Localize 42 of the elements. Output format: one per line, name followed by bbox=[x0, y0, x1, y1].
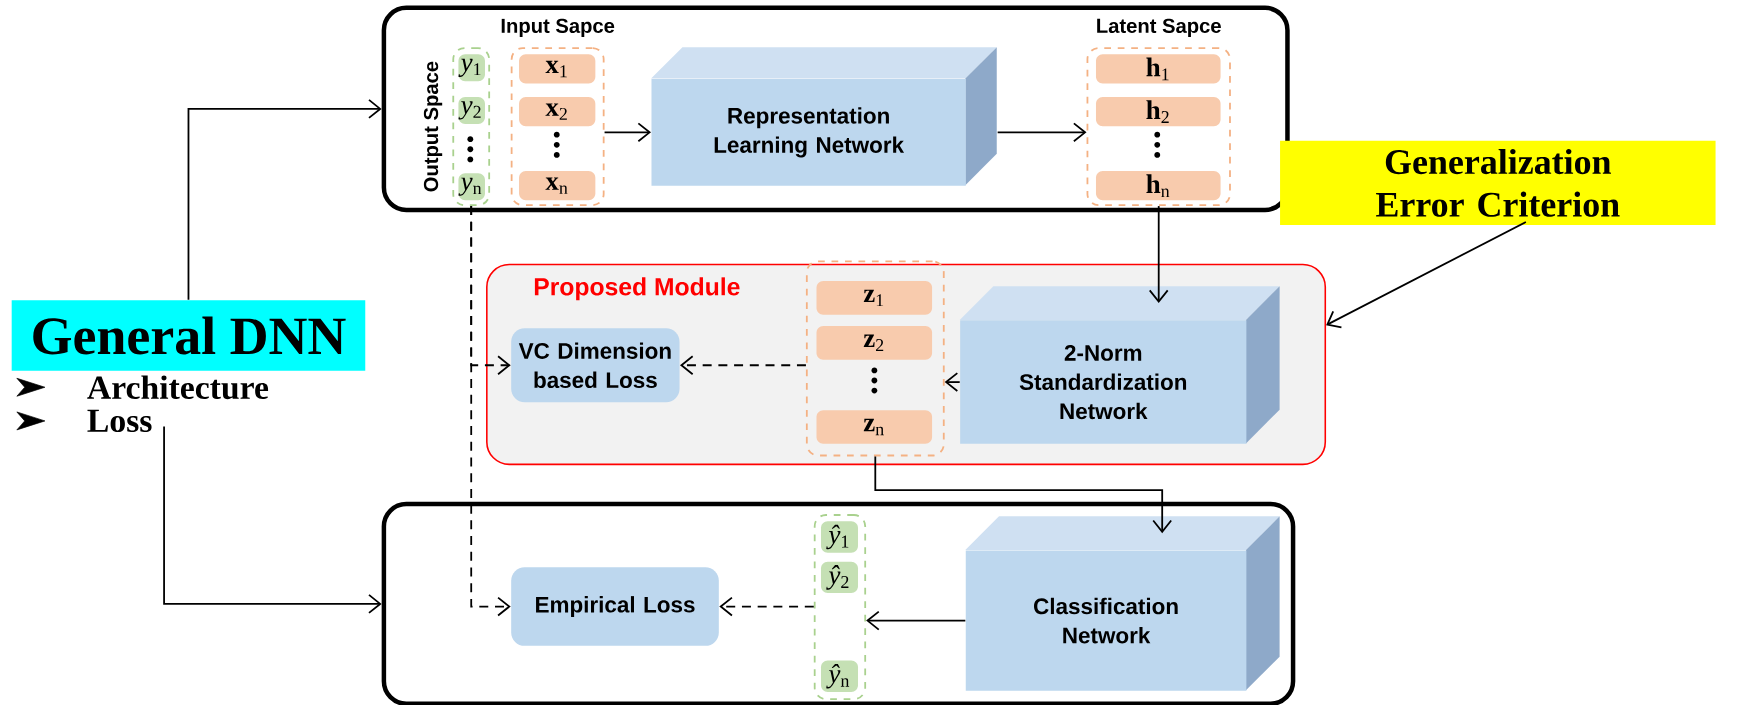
arrow bbox=[470, 205, 511, 617]
arrow bbox=[996, 122, 1087, 143]
list-item: Loss bbox=[87, 409, 152, 433]
loss-box: VC Dimension based Loss bbox=[511, 328, 680, 403]
highlighted-title: Generalization Error Criterion bbox=[1280, 140, 1716, 225]
node-label: Output Space bbox=[423, 61, 443, 192]
arrow bbox=[187, 99, 382, 301]
vector-cell: ŷ$_{n}$ bbox=[821, 660, 858, 692]
vector-cell: z$_{1}$ bbox=[816, 281, 933, 315]
rounded-frame bbox=[381, 5, 1290, 213]
vector-cell: h$_{n}$ bbox=[1095, 171, 1221, 201]
vector-cell: x$_{1}$ bbox=[519, 54, 596, 84]
node-label: Latent Sapce bbox=[1097, 18, 1221, 38]
highlighted-title: General DNN bbox=[11, 300, 366, 371]
arrow bbox=[1148, 205, 1169, 304]
arrow bbox=[603, 122, 652, 143]
network-block: 2-Norm Standardization Network bbox=[959, 286, 1280, 444]
vector-cell: y$_{n}$ bbox=[458, 173, 485, 201]
arrow bbox=[866, 610, 967, 631]
dashed-group bbox=[813, 514, 867, 700]
vector-cell: y$_{1}$ bbox=[458, 54, 485, 82]
loss-box: Empirical Loss bbox=[511, 567, 719, 646]
vector-cell: ŷ$_{1}$ bbox=[821, 521, 858, 553]
arrow bbox=[163, 425, 382, 614]
rounded-frame bbox=[381, 501, 1296, 705]
network-block: Representation Learning Network bbox=[651, 47, 997, 186]
arrow bbox=[874, 455, 1173, 534]
arrow bbox=[1326, 221, 1527, 329]
vector-cell: y$_{2}$ bbox=[458, 97, 485, 124]
dashed-group bbox=[805, 260, 945, 457]
vector-cell: h$_{2}$ bbox=[1095, 97, 1221, 127]
vector-cell: h$_{1}$ bbox=[1095, 54, 1221, 84]
arrow bbox=[719, 596, 815, 617]
vector-cell: z$_{2}$ bbox=[816, 326, 933, 360]
vector-cell: ŷ$_{2}$ bbox=[821, 561, 858, 594]
list-item: Architecture bbox=[87, 375, 269, 400]
arrow bbox=[680, 355, 807, 376]
vector-cell: x$_{2}$ bbox=[519, 97, 596, 127]
vector-cell: x$_{n}$ bbox=[519, 171, 596, 201]
node-label: Input Sapce bbox=[501, 18, 615, 38]
vector-cell: z$_{n}$ bbox=[816, 410, 933, 444]
network-block: Classification Network bbox=[965, 516, 1280, 691]
